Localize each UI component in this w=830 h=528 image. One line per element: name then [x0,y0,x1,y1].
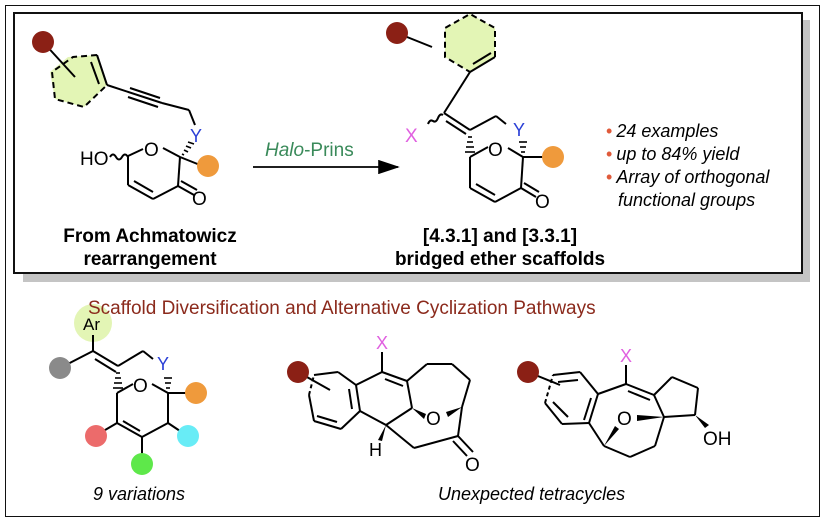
hydrogen-label: H [369,440,382,460]
heteroatom-y-label: Y [157,354,169,374]
product-structure [396,12,544,203]
section-title: Scaffold Diversification and Alternative… [88,298,596,319]
heteroatom-y-label: Y [190,126,202,146]
aryl-label: Ar [83,315,100,334]
anomeric-wavy-bond [109,153,129,161]
vinyl-wavy-bond [427,113,444,125]
starting-material-structure [42,41,201,200]
wedge-bond [604,426,619,446]
hydroxyl-label: OH [703,429,732,450]
wedge-bond [446,407,462,417]
starting-material-caption-line2: rearrangement [83,249,217,270]
halogen-x-label: X [620,346,632,366]
ring-oxygen-label: O [133,376,148,397]
wedge-bond [695,415,709,428]
green-substituent-dot [131,453,153,475]
red-substituent-dot [85,425,107,447]
cyan-substituent-dot [177,425,199,447]
ring-oxygen-label: O [144,140,159,161]
aryl-highlight-circle [74,304,112,342]
highlight-item-continuation: functional groups [618,190,756,210]
outer-frame [5,5,820,517]
bullet-icon: • [606,121,613,141]
hydroxyl-label: HO [80,149,109,170]
product-caption-line2: bridged ether scaffolds [394,249,606,270]
aryl-substituent-dot [517,361,539,383]
variation-scaffold-structure [59,335,190,458]
top-panel-frame [13,12,803,274]
aryl-substituent-dot [386,22,408,44]
tetracycle-one-structure [297,352,474,457]
aryl-substituent-dot [287,361,309,383]
halogen-x-label: X [376,333,388,353]
quaternary-substituent-dot [542,146,564,168]
wedge-bond [637,415,664,421]
wedge-bond [412,408,426,419]
aryl-substituent-dot [32,31,54,53]
heteroatom-y-label: Y [513,120,525,140]
hashed-bond [181,141,195,156]
aryl-ring-dashed [444,12,496,73]
variations-caption: 9 variations [93,484,186,504]
carbonyl-oxygen-label: O [192,189,207,210]
bridge-oxygen-label: O [617,409,632,430]
highlights-list: •24 examples •up to 84% yield •Array of … [606,120,769,212]
aryl-ring-dashed [50,54,108,109]
aryl-ring-highlight [445,14,495,72]
bridge-oxygen-label: O [426,409,441,430]
carbonyl-oxygen-label: O [535,192,550,213]
bullet-icon: • [606,167,613,187]
quaternary-substituent-dot [197,155,219,177]
halogen-x-label: X [405,126,418,147]
highlight-item: •Array of orthogonal [606,167,770,187]
bullet-icon: • [606,144,613,164]
highlight-item: •up to 84% yield [606,144,740,164]
highlight-item: •24 examples [606,121,719,141]
reaction-name: Halo-Prins [265,140,354,161]
product-caption: [4.3.1] and [3.3.1] bridged ether scaffo… [375,225,625,271]
wedge-bond [378,425,386,441]
tetracycles-caption: Unexpected tetracycles [438,484,626,504]
gray-substituent-dot [49,357,71,379]
carbonyl-oxygen-label: O [465,455,480,476]
starting-material-caption-line1: From Achmatowicz [63,226,237,247]
product-caption-line1: [4.3.1] and [3.3.1] [422,226,578,247]
orange-substituent-dot [185,382,207,404]
starting-material-caption: From Achmatowicz rearrangement [45,225,255,271]
ring-oxygen-label: O [488,140,503,161]
tetracycle-two-structure [527,365,699,458]
